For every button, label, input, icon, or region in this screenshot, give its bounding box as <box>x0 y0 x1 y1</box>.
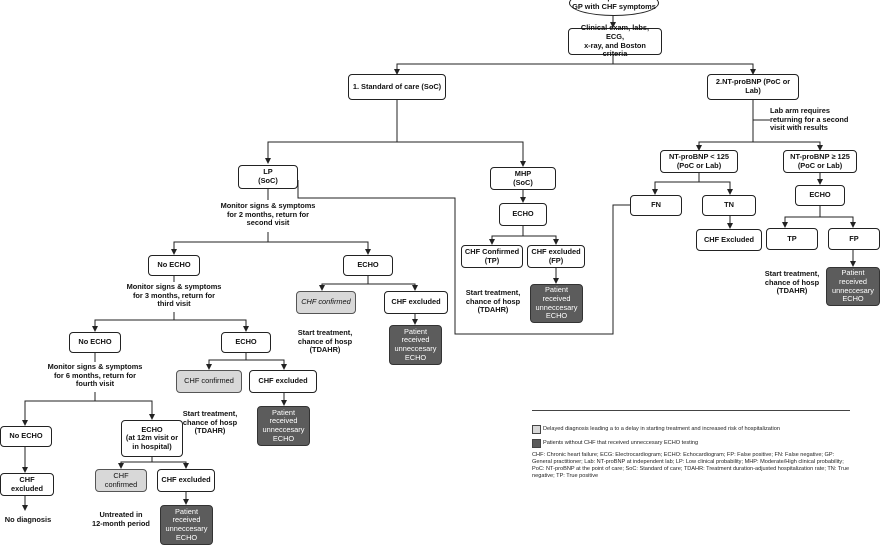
v3-chf-excluded-node: CHF excluded <box>249 370 317 393</box>
fp-node: FP <box>828 228 880 250</box>
monitor-3-months-text: Monitor signs & symptoms for 3 months, r… <box>126 282 222 309</box>
abbreviations-text: CHF: Chronic heart failure; ECG: Electro… <box>532 452 850 479</box>
nt-low-node: NT-proBNP < 125 (PoC or Lab) <box>660 150 738 173</box>
nt-high-node: NT-proBNP ≥ 125 (PoC or Lab) <box>783 150 857 173</box>
mhp-unnecessary-echo-node: Patient received unneccesary ECHO <box>530 284 583 323</box>
tp-treatment-text: Start treatment, chance of hosp (TDAHR) <box>764 269 820 296</box>
legend-gray-text: Delayed diagnosis leading a to a delay i… <box>543 426 780 432</box>
legend-dark-text: Patients without CHF that received unnec… <box>543 440 699 446</box>
lab-arm-note: Lab arm requires returning for a second … <box>770 106 849 133</box>
lp-unnecessary-echo-node: Patient received unneccesary ECHO <box>389 325 442 365</box>
monitor-2-months-text: Monitor signs & symptoms for 2 months, r… <box>220 201 316 228</box>
lp-chf-confirmed-node: CHF confirmed <box>296 291 356 314</box>
clinical-exam-node: Clinical exam, labs, ECG, x-ray, and Bos… <box>568 24 662 58</box>
nt-probnp-node: 2.NT-proBNP (PoC or Lab) <box>707 74 799 100</box>
start-node: Patient presents to GP with CHF symptoms <box>569 0 659 16</box>
lp-treatment-text: Start treatment, chance of hosp (TDAHR) <box>297 328 353 355</box>
v4-no-echo-node: No ECHO <box>0 426 52 447</box>
v4-chf-confirmed-node: CHF confirmed <box>95 469 147 492</box>
v3-unnecessary-echo-node: Patient received unneccesary ECHO <box>257 406 310 446</box>
untreated-text: Untreated in 12-month period <box>92 510 150 528</box>
tn-chf-excluded-node: CHF Excluded <box>696 229 762 251</box>
mhp-confirmed-node: CHF Confirmed (TP) <box>461 245 523 268</box>
no-diagnosis-text: No diagnosis <box>4 515 52 524</box>
mhp-treatment-text: Start treatment, chance of hosp (TDAHR) <box>465 288 521 315</box>
v3-no-echo-node: No ECHO <box>69 332 121 353</box>
v4-chf-excluded-left-node: CHF excluded <box>0 473 54 496</box>
legend-dark-swatch <box>532 439 541 448</box>
legend-divider <box>532 410 850 411</box>
lp-no-echo-node: No ECHO <box>148 255 200 276</box>
mhp-excluded-node: CHF excluded (FP) <box>527 245 585 268</box>
high-echo-node: ECHO <box>795 185 845 206</box>
v3-treatment-text: Start treatment, chance of hosp (TDAHR) <box>182 409 238 436</box>
monitor-6-months-text: Monitor signs & symptoms for 6 months, r… <box>47 362 143 389</box>
lp-node: LP (SoC) <box>238 165 298 189</box>
tp-node: TP <box>766 228 818 250</box>
lp-echo-node: ECHO <box>343 255 393 276</box>
v3-echo-node: ECHO <box>221 332 271 353</box>
v4-chf-excluded-node: CHF excluded <box>157 469 215 492</box>
mhp-echo-node: ECHO <box>499 203 547 226</box>
standard-of-care-node: 1. Standard of care (SoC) <box>348 74 446 100</box>
lp-chf-excluded-node: CHF excluded <box>384 291 448 314</box>
legend-gray-swatch <box>532 425 541 434</box>
v4-unnecessary-echo-node: Patient received unneccesary ECHO <box>160 505 213 545</box>
v3-chf-confirmed-node: CHF confirmed <box>176 370 242 393</box>
fn-node: FN <box>630 195 682 216</box>
fp-unnecessary-echo-node: Patient received unneccesary ECHO <box>826 267 880 306</box>
tn-node: TN <box>702 195 756 216</box>
v4-echo-node: ECHO (at 12m visit or in hospital) <box>121 420 183 457</box>
mhp-node: MHP (SoC) <box>490 167 556 190</box>
